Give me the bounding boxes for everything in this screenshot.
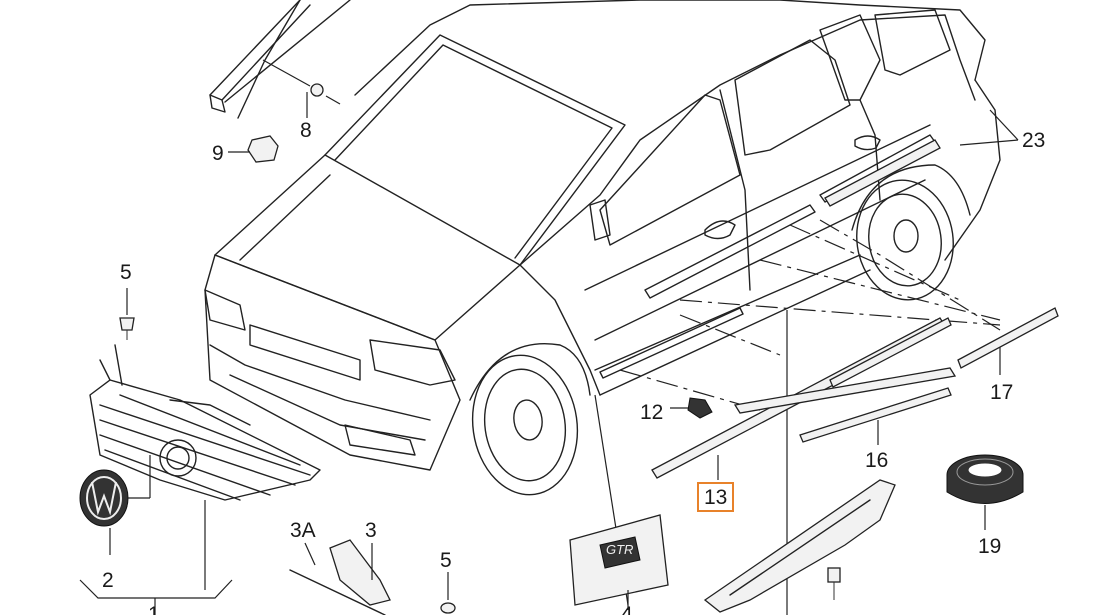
- badge-part-4: [569, 514, 669, 610]
- blue-motion-badge-part-3: [289, 539, 391, 615]
- sill-trim: [703, 479, 896, 613]
- callout-19: 19: [978, 535, 1002, 558]
- tape-roll-part-19: [946, 454, 1024, 530]
- callout-16: 16: [865, 449, 889, 472]
- callout-17: 17: [990, 381, 1014, 404]
- badge-text: GTR: [606, 542, 634, 557]
- screw-part-12: [670, 397, 713, 419]
- loose-strips: [651, 139, 1059, 479]
- callout-12: 12: [640, 401, 664, 424]
- callout-2: 2: [102, 569, 114, 592]
- callout-8: 8: [300, 119, 312, 142]
- callout-23: 23: [1022, 129, 1046, 152]
- roof-molding: [209, 0, 351, 119]
- clip-part-9: [228, 135, 279, 163]
- van-body: [204, 0, 1001, 496]
- callout-4: 4: [621, 603, 633, 615]
- callout-9: 9: [212, 142, 224, 165]
- callout-3a: 3A: [290, 519, 316, 542]
- callout-5-bottom: 5: [440, 549, 452, 572]
- clip-part-8: [262, 59, 341, 118]
- callout-1: 1: [148, 603, 160, 615]
- radiator-grille: [89, 344, 321, 501]
- assembly-bracket-part-1: [79, 455, 233, 615]
- clip-part-5-top: [119, 288, 135, 340]
- vw-emblem-part-2: [79, 469, 150, 555]
- callout-3: 3: [365, 519, 377, 542]
- clip-part-5-bottom: [440, 572, 456, 614]
- callout-13-highlighted[interactable]: 13: [697, 482, 735, 512]
- callout-5-top: 5: [120, 261, 132, 284]
